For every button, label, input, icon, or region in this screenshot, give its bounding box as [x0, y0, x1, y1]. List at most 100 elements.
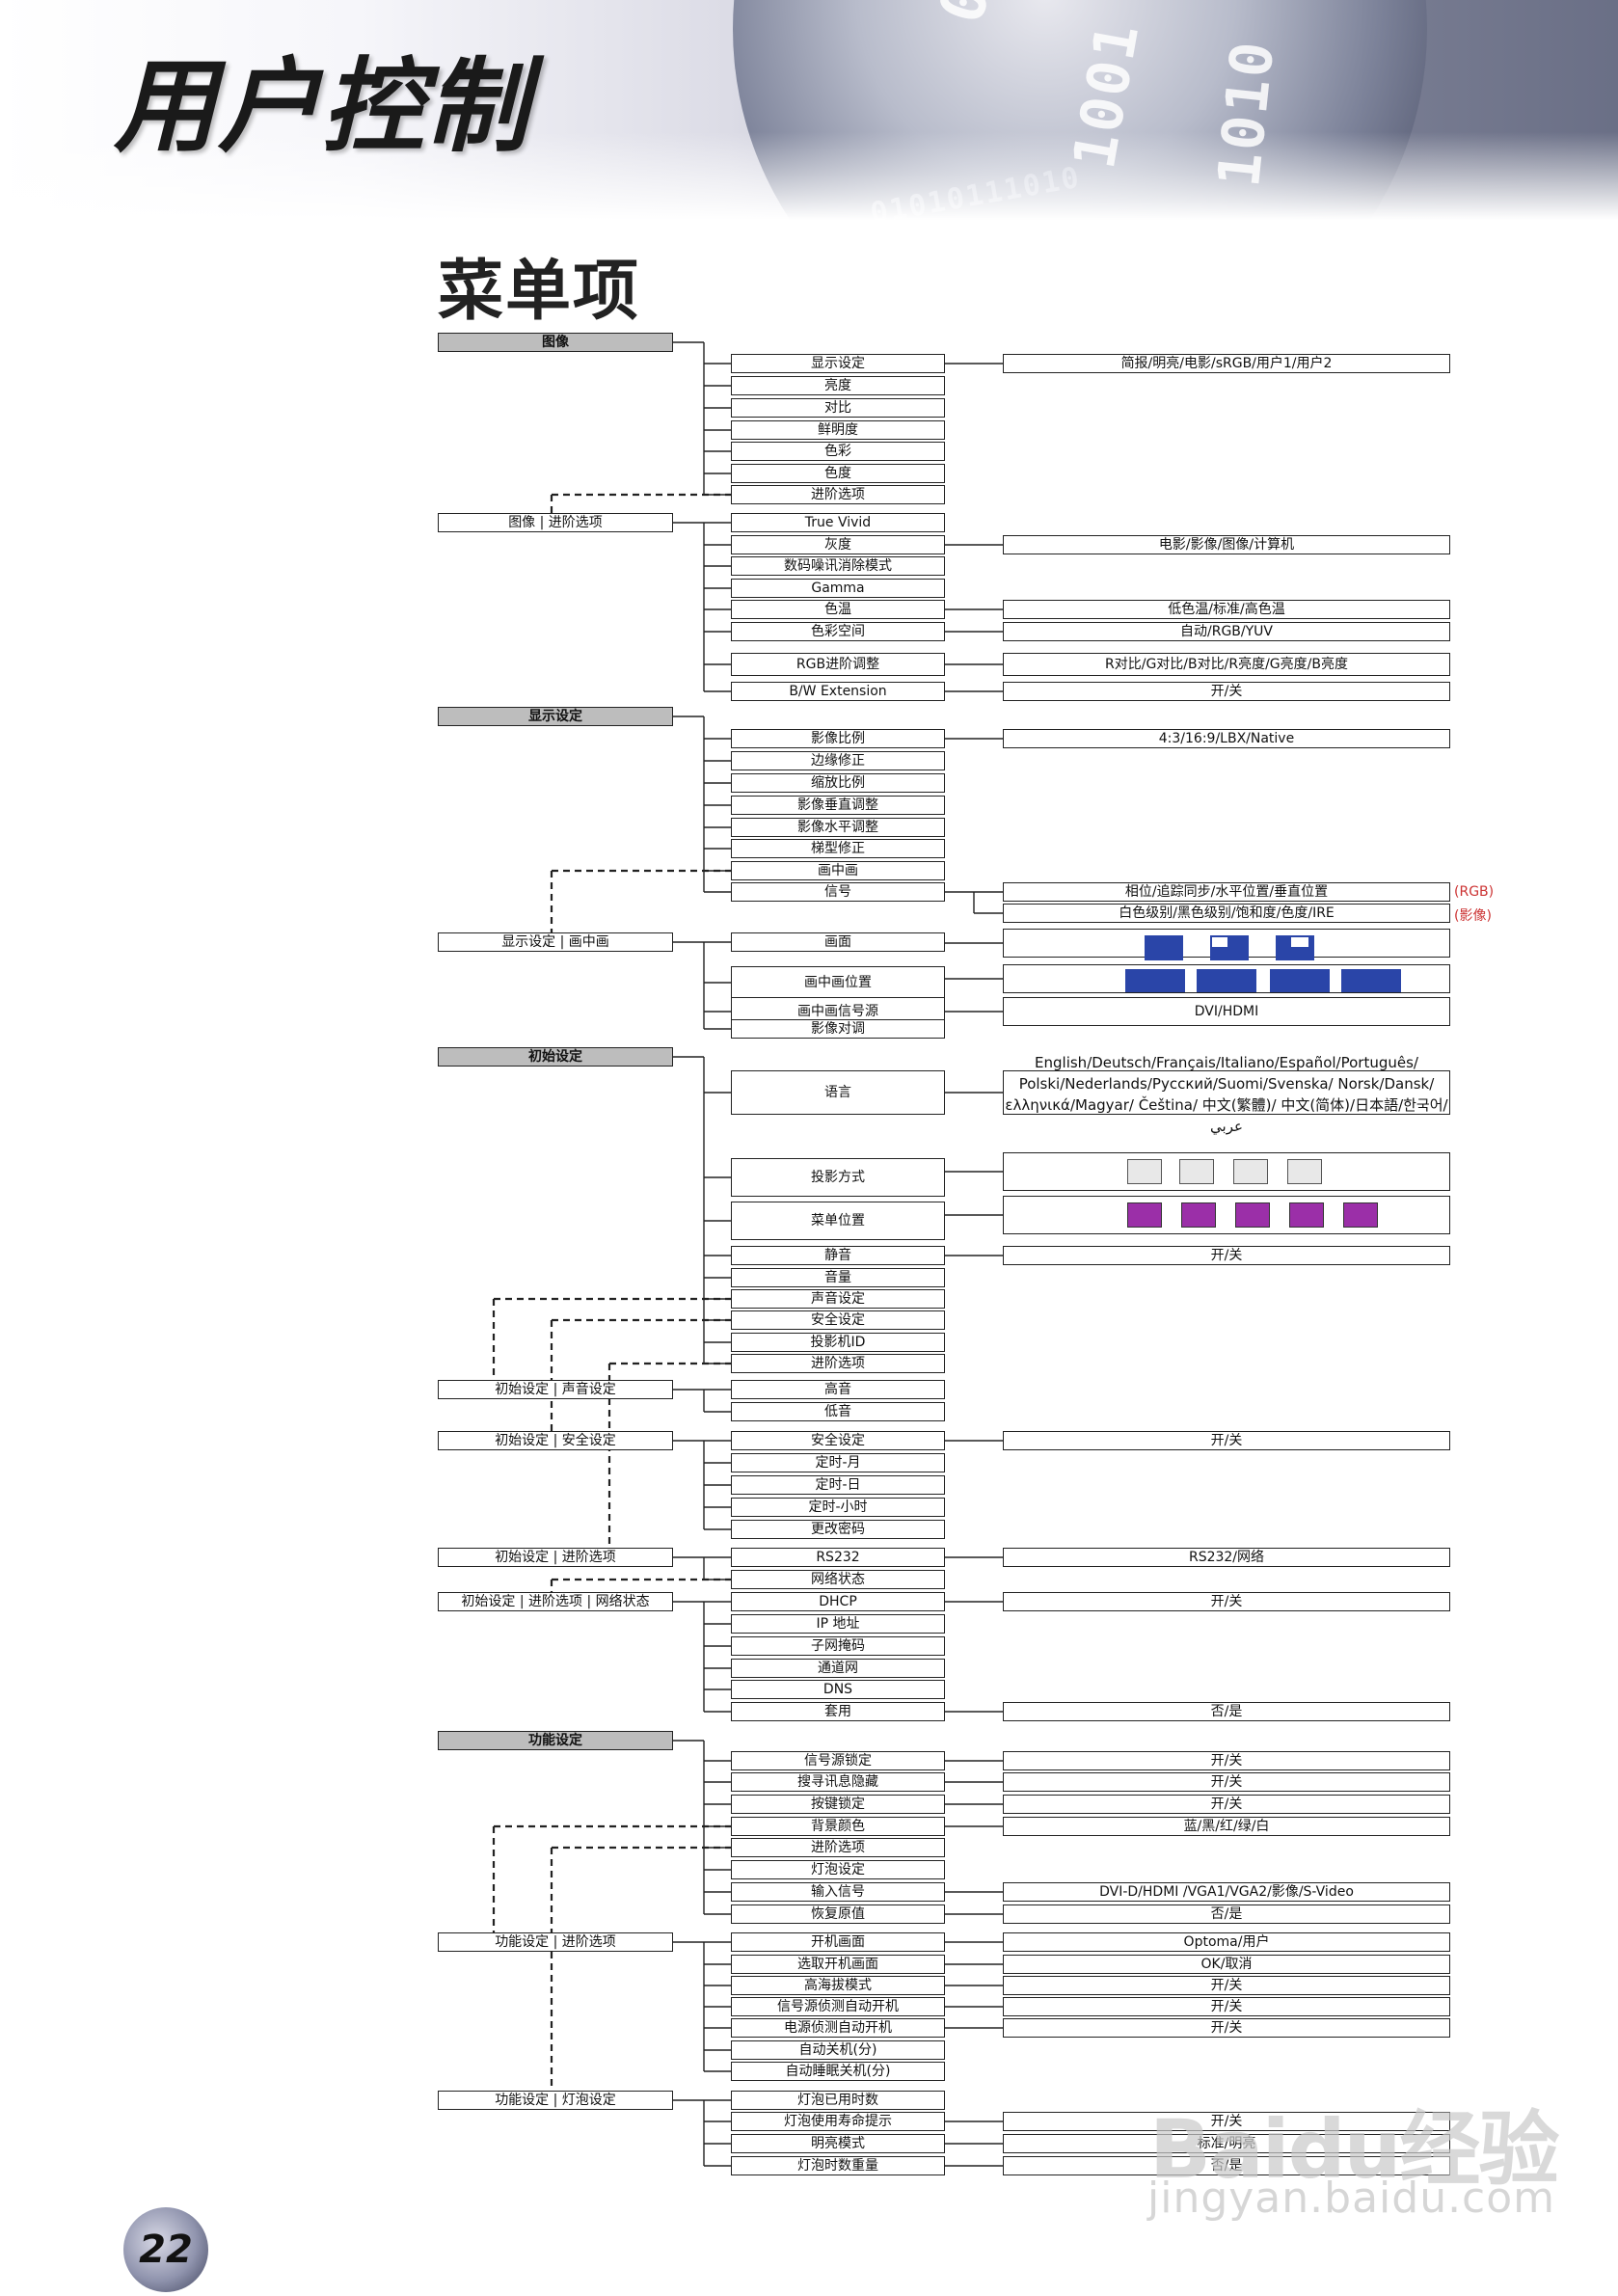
menu-item-影像对调: 影像对调 [731, 1019, 945, 1039]
menu-item-显示设定: 显示设定 [731, 354, 945, 373]
menu-item-进阶选项: 进阶选项 [731, 1838, 945, 1857]
menu-item-对比-label: 对比 [824, 400, 851, 416]
menu-item-色度: 色度 [731, 464, 945, 483]
menu-item-影像对调-label: 影像对调 [811, 1021, 865, 1037]
option-47: RS232/网络 [1003, 1548, 1450, 1567]
menu-item-显示设定-label: 显示设定 [811, 356, 865, 371]
menu-item-影像比例: 影像比例 [731, 729, 945, 748]
menu-item-dns: DNS [731, 1680, 945, 1699]
option-74-label: 否/是 [1210, 2158, 1243, 2174]
menu-item-灯泡已用时数: 灯泡已用时数 [731, 2091, 945, 2110]
option-12: 低色温/标准/高色温 [1003, 600, 1450, 619]
menu-item-梯型修正: 梯型修正 [731, 839, 945, 858]
menu-item-投影方式-label: 投影方式 [811, 1170, 865, 1185]
option-47-label: RS232/网络 [1188, 1550, 1265, 1565]
thumbnail-icon [1181, 1202, 1216, 1228]
menu-item-通道网-label: 通道网 [818, 1661, 858, 1676]
menu-item-鲜明度-label: 鲜明度 [818, 422, 858, 438]
menu-item-true-vivid: True Vivid [731, 513, 945, 532]
menu-item-梯型修正-label: 梯型修正 [811, 841, 865, 856]
menu-item-语言: 语言 [731, 1070, 945, 1115]
menu-item-定时-日: 定时-日 [731, 1475, 945, 1495]
menu-item-更改密码-label: 更改密码 [811, 1522, 865, 1537]
menu-item-rgb进阶调整-label: RGB进阶调整 [796, 657, 880, 672]
menu-item-信号: 信号 [731, 882, 945, 902]
menu-item-鲜明度: 鲜明度 [731, 420, 945, 440]
option-57-label: 开/关 [1210, 1774, 1243, 1790]
option-59-label: 蓝/黑/红/绿/白 [1183, 1819, 1270, 1834]
menu-item-灰度-label: 灰度 [824, 537, 851, 553]
menu-item-定时-小时: 定时-小时 [731, 1498, 945, 1517]
option-13: 自动/RGB/YUV [1003, 622, 1450, 641]
option-24-label: 相位/追踪同步/水平位置/垂直位置 [1124, 884, 1329, 900]
section-功能设定-进阶选项: 功能设定 | 进阶选项 [438, 1932, 673, 1952]
section-初始设定-声音设定: 初始设定 | 声音设定 [438, 1380, 673, 1399]
menu-item-灯泡时数重量-label: 灯泡时数重量 [797, 2158, 878, 2174]
baidu-watermark: Baidu经验 [1149, 2102, 1559, 2197]
menu-item-定时-日-label: 定时-日 [815, 1477, 861, 1493]
menu-item-影像水平调整-label: 影像水平调整 [797, 820, 878, 835]
option-56: 开/关 [1003, 1751, 1450, 1770]
option-72: 开/关 [1003, 2112, 1450, 2131]
menu-item-套用-label: 套用 [824, 1704, 851, 1719]
menu-item-dns-label: DNS [822, 1682, 853, 1697]
menu-item-进阶选项-label: 进阶选项 [811, 1840, 865, 1855]
option-24: 相位/追踪同步/水平位置/垂直位置 [1003, 882, 1450, 902]
menu-item-语言-label: 语言 [824, 1085, 851, 1100]
option-74: 否/是 [1003, 2156, 1450, 2175]
thumbnail-icon [1341, 969, 1401, 992]
thumbnail-icon [1127, 1202, 1162, 1228]
menu-item-定时-月-label: 定时-月 [815, 1455, 861, 1471]
menu-item-搜寻讯息隐藏: 搜寻讯息隐藏 [731, 1772, 945, 1792]
section-初始设定: 初始设定 [438, 1047, 673, 1067]
thumbnail-icon [1125, 969, 1185, 992]
menu-item-进阶选项: 进阶选项 [731, 1354, 945, 1373]
menu-item-定时-小时-label: 定时-小时 [808, 1499, 868, 1515]
thumbnail-icon [1197, 969, 1256, 992]
section-显示设定-画中画: 显示设定 | 画中画 [438, 932, 673, 952]
option-68: 开/关 [1003, 2018, 1450, 2038]
option-68-label: 开/关 [1210, 2020, 1243, 2036]
option-65-label: OK/取消 [1200, 1957, 1253, 1972]
menu-item-自动关机-分: 自动关机(分) [731, 2040, 945, 2060]
menu-item-信号-label: 信号 [824, 884, 851, 900]
menu-item-画中画-label: 画中画 [818, 863, 858, 878]
menu-item-自动睡眠关机-分-label: 自动睡眠关机(分) [785, 2064, 891, 2079]
section-图像-进阶选项: 图像 | 进阶选项 [438, 513, 673, 532]
menu-item-影像水平调整: 影像水平调整 [731, 818, 945, 837]
menu-item-电源侦测自动开机-label: 电源侦测自动开机 [784, 2020, 892, 2036]
option-14-label: R对比/G对比/B对比/R亮度/G亮度/B亮度 [1105, 657, 1348, 672]
menu-item-信号源侦测自动开机: 信号源侦测自动开机 [731, 1997, 945, 2016]
menu-item-画面-label: 画面 [824, 934, 851, 950]
menu-item-rs232-label: RS232 [816, 1550, 860, 1565]
menu-item-影像垂直调整: 影像垂直调整 [731, 796, 945, 815]
menu-item-明亮模式-label: 明亮模式 [811, 2136, 865, 2151]
option-34: 开/关 [1003, 1246, 1450, 1265]
option-56-label: 开/关 [1210, 1753, 1243, 1769]
menu-item-高海拔模式-label: 高海拔模式 [804, 1978, 872, 1993]
option-9-label: 电影/影像/图像/计算机 [1158, 537, 1295, 553]
option-17: 4:3/16:9/LBX/Native [1003, 729, 1450, 748]
menu-item-b-w-extension-label: B/W Extension [789, 684, 887, 699]
section-功能设定: 功能设定 [438, 1731, 673, 1750]
menu-item-ip-地址: IP 地址 [731, 1614, 945, 1634]
menu-item-子网掩码-label: 子网掩码 [811, 1638, 865, 1654]
menu-item-亮度-label: 亮度 [824, 378, 851, 393]
pip-position-thumbnails [1003, 964, 1450, 993]
menu-item-电源侦测自动开机: 电源侦测自动开机 [731, 2018, 945, 2038]
section-title: 菜单项 [438, 254, 641, 330]
section-初始设定-进阶选项-label: 初始设定 | 进阶选项 [495, 1550, 616, 1565]
option-64: Optoma/用户 [1003, 1932, 1450, 1952]
menu-item-色彩空间: 色彩空间 [731, 622, 945, 641]
menu-item-开机画面-label: 开机画面 [811, 1934, 865, 1950]
menu-item-投影方式: 投影方式 [731, 1158, 945, 1197]
menu-item-gamma: Gamma [731, 579, 945, 598]
menu-item-声音设定: 声音设定 [731, 1289, 945, 1309]
section-功能设定-灯泡设定: 功能设定 | 灯泡设定 [438, 2091, 673, 2110]
option-42: 开/关 [1003, 1431, 1450, 1450]
menu-item-缩放比例: 缩放比例 [731, 773, 945, 793]
menu-item-dhcp: DHCP [731, 1592, 945, 1611]
menu-item-菜单位置-label: 菜单位置 [811, 1213, 865, 1229]
menu-item-灯泡使用寿命提示-label: 灯泡使用寿命提示 [784, 2114, 892, 2129]
menu-item-gamma-label: Gamma [811, 581, 865, 596]
